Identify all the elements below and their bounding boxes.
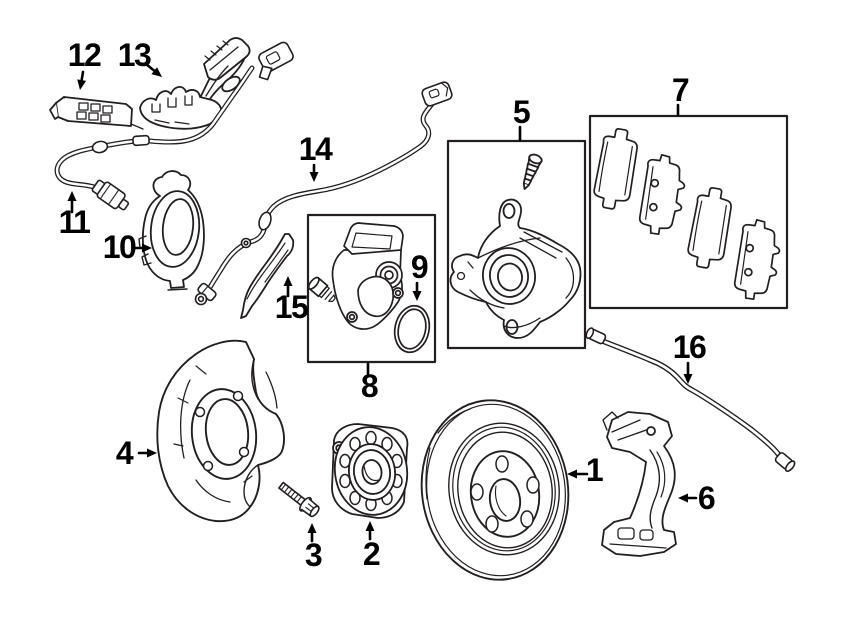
callout-9[interactable]: 9 <box>411 249 429 301</box>
callout-number: 1 <box>586 452 603 488</box>
callout-7[interactable]: 7 <box>672 72 690 117</box>
callout-arrowhead <box>365 521 375 531</box>
part-drawing-caliper-bracket-6 <box>601 411 677 557</box>
callout-arrowhead <box>567 469 577 479</box>
callout-number: 15 <box>275 289 308 325</box>
callout-3[interactable]: 3 <box>305 523 323 573</box>
part-drawing-oring-9 <box>393 304 431 354</box>
callout-arrowhead <box>678 493 688 503</box>
callout-13[interactable]: 13 <box>118 37 162 77</box>
callout-number: 4 <box>116 435 134 471</box>
kit-group-boxes <box>306 114 789 364</box>
part-drawing-adapter-10 <box>138 170 205 291</box>
callout-number: 5 <box>513 94 530 130</box>
callout-arrowhead <box>309 172 319 182</box>
callout-number: 3 <box>305 537 322 573</box>
part-drawing-abs-sensor-11 <box>54 41 294 211</box>
kit-group-box-1 <box>446 139 587 350</box>
callout-15[interactable]: 15 <box>275 276 310 325</box>
callout-number: 14 <box>299 131 333 167</box>
callout-number: 9 <box>411 249 428 285</box>
callout-number: 6 <box>698 480 715 516</box>
callout-number: 13 <box>118 37 151 73</box>
callout-arrowhead <box>142 243 152 253</box>
part-drawing-actuator-8 <box>307 222 404 330</box>
callout-number: 16 <box>673 329 706 365</box>
callout-arrowhead <box>147 448 157 458</box>
callout-arrowhead <box>683 374 693 384</box>
part-drawing-brake-hose-16 <box>585 327 796 472</box>
part-drawing-rotor-1 <box>420 399 570 581</box>
callout-12[interactable]: 12 <box>68 37 103 90</box>
callout-number: 12 <box>68 37 101 73</box>
kit-group-box-2 <box>588 114 789 310</box>
callout-arrowhead <box>412 291 422 301</box>
callout-14[interactable]: 14 <box>299 131 335 182</box>
callout-1[interactable]: 1 <box>567 452 604 488</box>
part-drawing-bracket-12 <box>49 96 144 130</box>
callout-2[interactable]: 2 <box>363 521 381 572</box>
part-drawing-splash-shield-4 <box>156 339 285 523</box>
callout-11[interactable]: 11 <box>59 191 92 240</box>
callout-arrowhead <box>307 523 317 533</box>
callout-arrowhead <box>151 67 162 77</box>
callout-16[interactable]: 16 <box>673 329 708 384</box>
part-drawing-caliper-5 <box>449 153 582 339</box>
callout-8[interactable]: 8 <box>361 361 379 404</box>
callout-number: 8 <box>361 368 378 404</box>
callout-number: 7 <box>672 72 689 108</box>
callout-arrowhead <box>67 191 77 201</box>
callout-5[interactable]: 5 <box>513 94 531 142</box>
callout-10[interactable]: 10 <box>103 229 152 265</box>
callout-arrowhead <box>283 276 293 286</box>
kit-group-box-3 <box>306 213 437 364</box>
callout-number: 10 <box>103 229 136 265</box>
part-drawing-brake-pads-7 <box>593 128 781 301</box>
part-drawing-bolt-3 <box>278 481 320 518</box>
callout-arrowhead <box>77 79 87 90</box>
callout-6[interactable]: 6 <box>678 480 716 516</box>
callout-number: 11 <box>59 204 91 240</box>
part-drawing-shield-15 <box>240 233 295 319</box>
callout-number: 2 <box>363 536 380 572</box>
part-drawing-abs-sensor-wire-14 <box>194 81 453 306</box>
part-drawing-bracket-13 <box>139 37 251 130</box>
part-drawing-hub-2 <box>331 423 409 519</box>
callout-4[interactable]: 4 <box>116 435 157 471</box>
